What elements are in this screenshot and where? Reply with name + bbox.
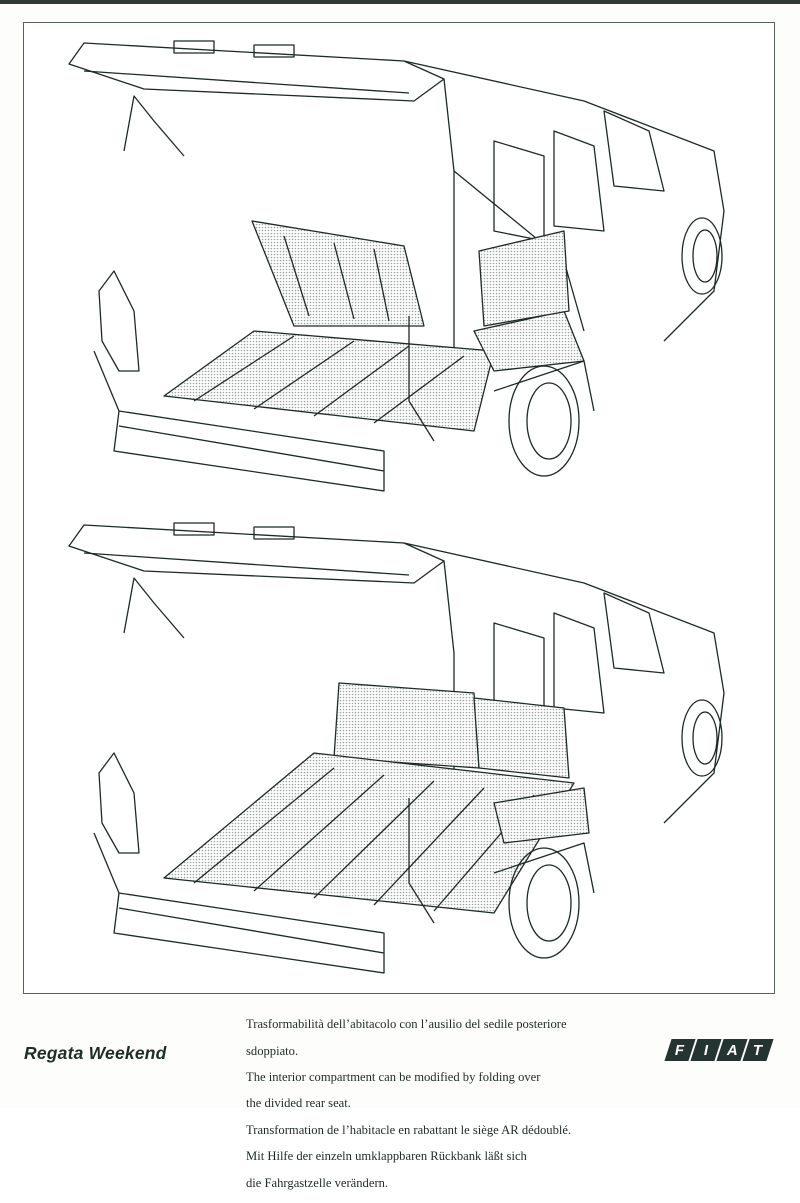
caption-line-it-1: Trasformabilità dell’abitacolo con l’aus… [246,1017,567,1032]
caption-line-en-2: the divided rear seat. [246,1096,351,1111]
page-top-edge [0,0,800,4]
logo-letter: T [742,1039,774,1061]
caption-line-de-1: Mit Hilfe der einzeln umklappbaren Rückb… [246,1149,527,1164]
fiat-logo: F I A T [664,1039,774,1061]
caption-line-it-2: sdoppiato. [246,1043,299,1058]
car-illustration-seat-fully-folded [24,513,774,991]
caption-line-fr: Transformation de l’habitacle en rabatta… [246,1122,572,1137]
illustration-frame [23,22,775,994]
model-name: Regata Weekend [24,1043,167,1063]
caption-line-en-1: The interior compartment can be modified… [246,1070,541,1085]
caption-line-de-2: die Fahrgastzelle verändern. [246,1175,389,1190]
car-illustration-seat-partially-folded [24,31,774,511]
multilingual-caption: Trasformabilità dell’abitacolo con l’aus… [246,1005,666,1203]
